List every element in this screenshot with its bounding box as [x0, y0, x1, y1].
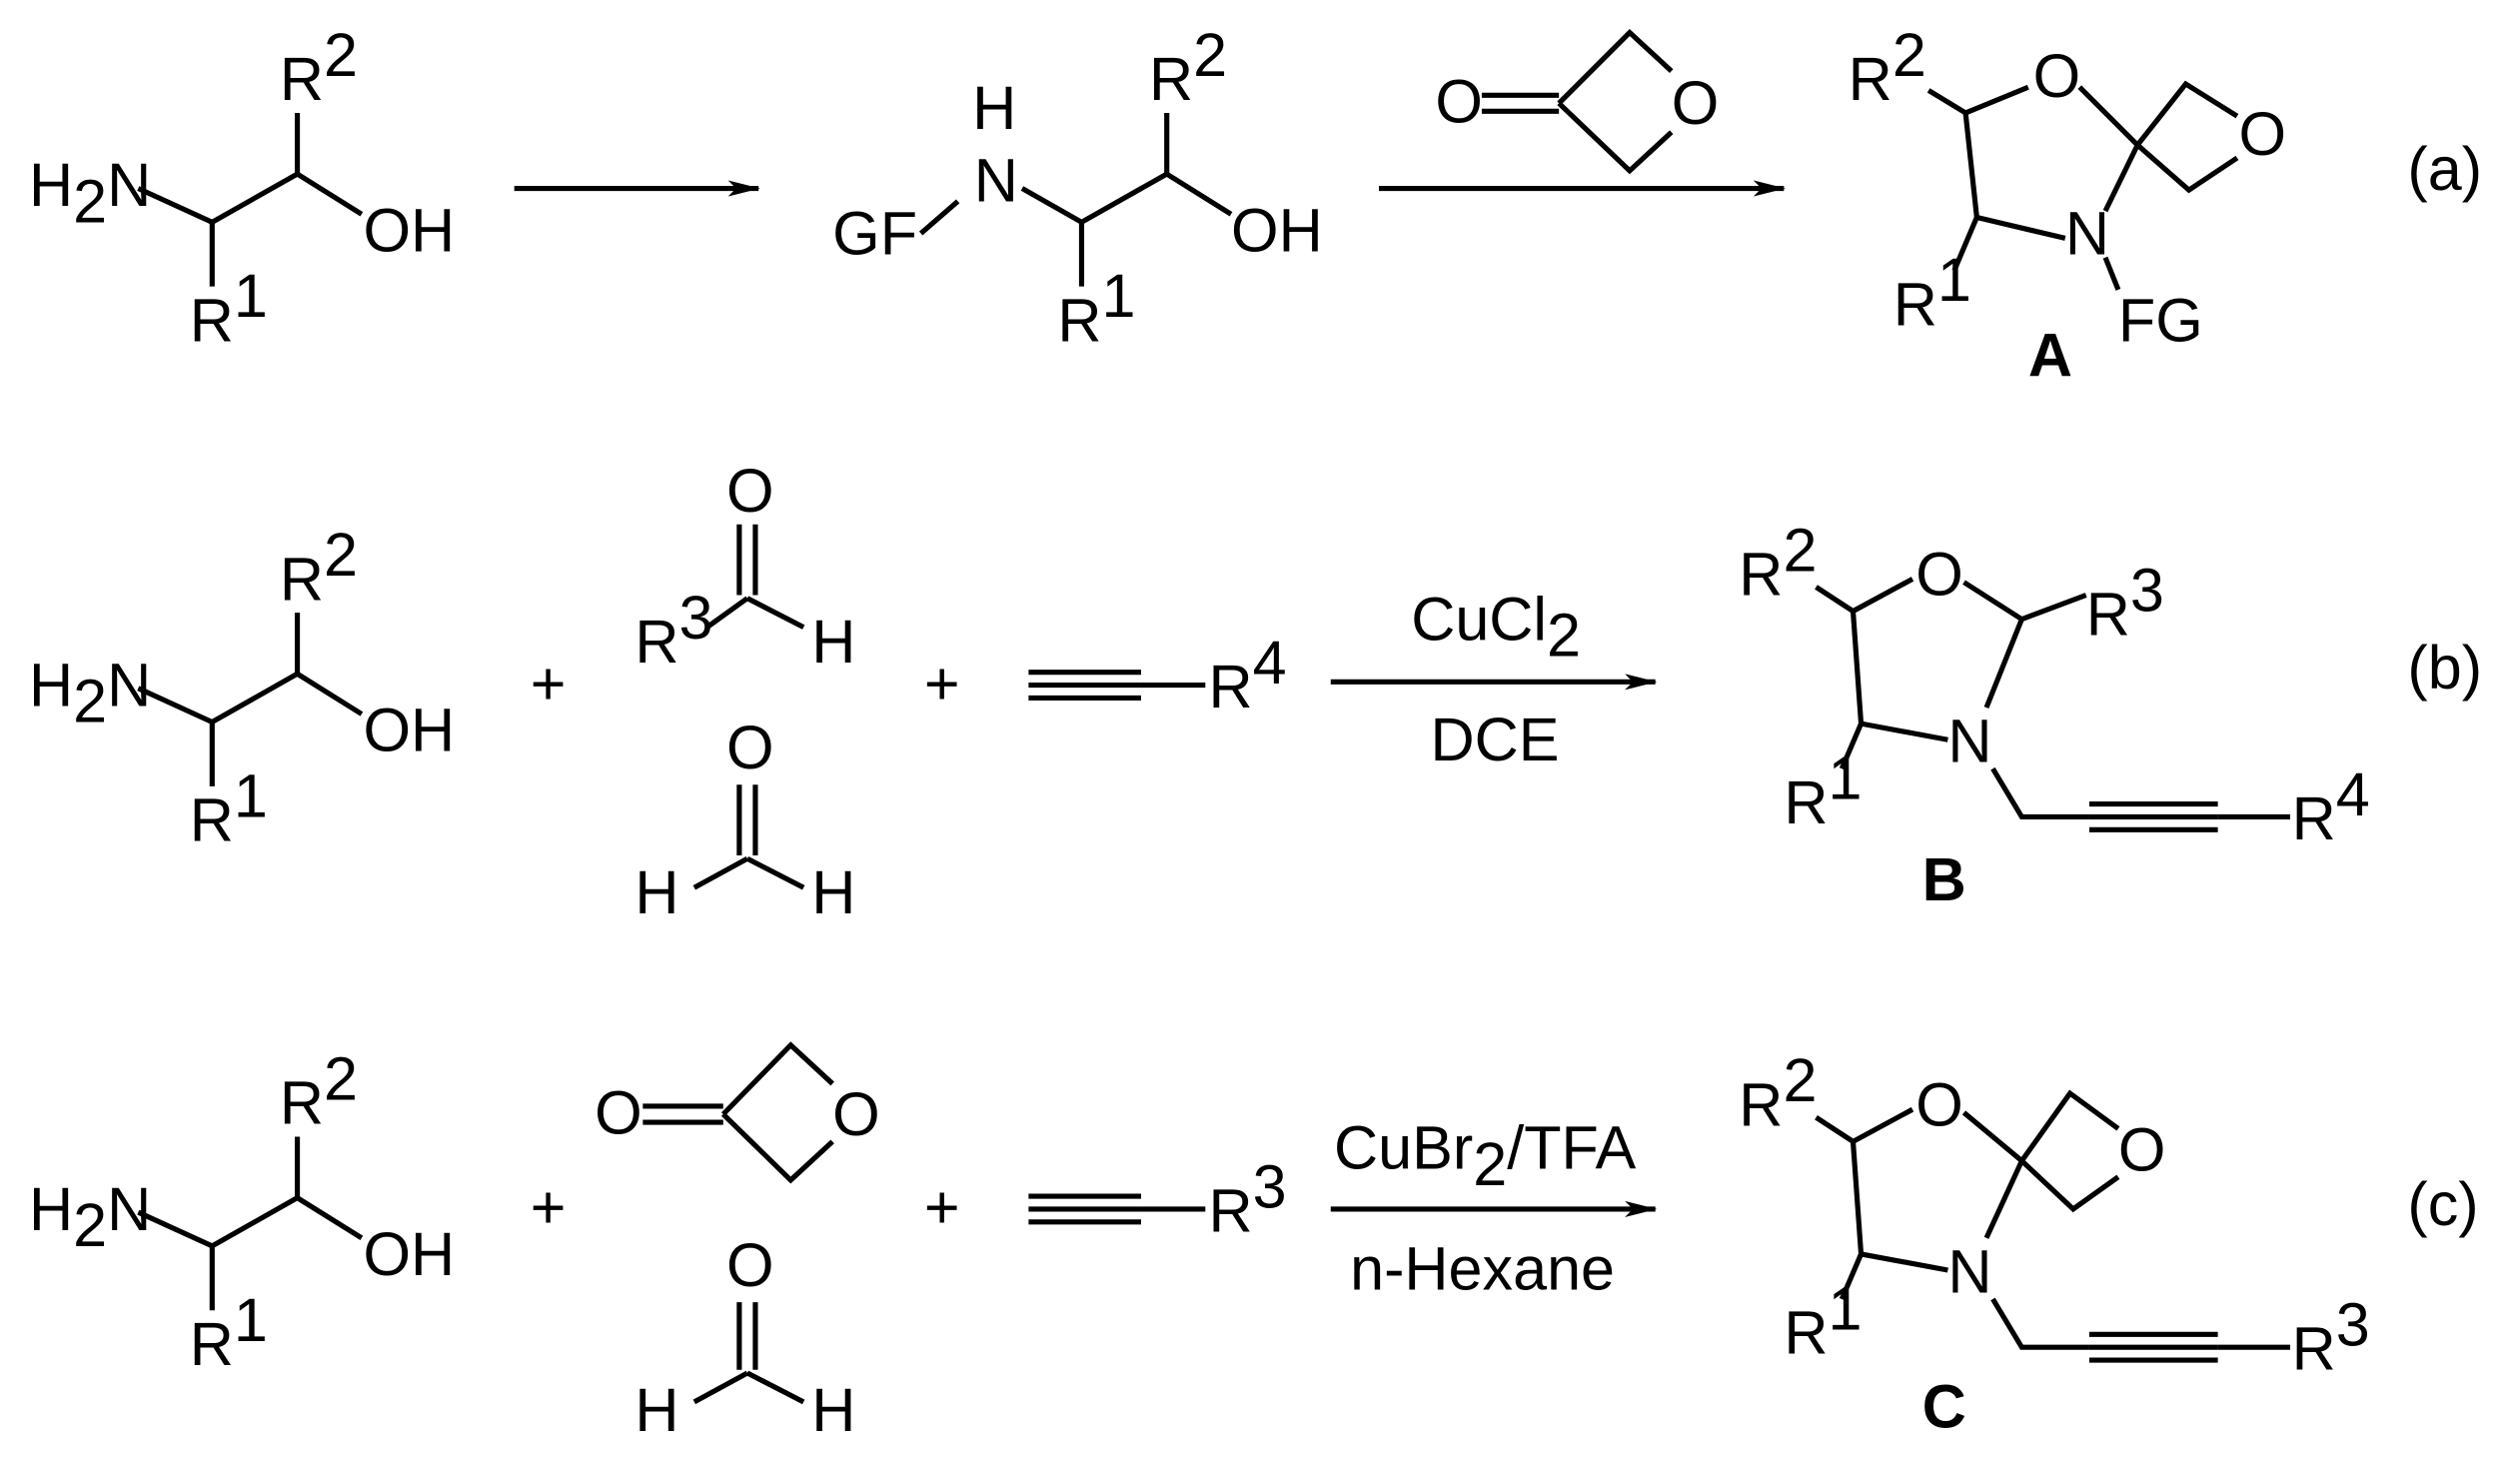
ring-oxygen-label: O — [2033, 42, 2081, 110]
row-tag: (a) — [2407, 135, 2482, 203]
amino-alcohol-reactant-c: H2N R2 OH R1 — [29, 1045, 455, 1378]
r2-label: R2 — [1849, 21, 1926, 113]
oxetanone-reagent: O O — [1435, 28, 1720, 175]
protected-amino-alcohol: GF H N R2 OH R1 — [832, 21, 1323, 354]
hydrogen-label: H — [811, 608, 855, 676]
reagent-catalyst: CuBr2/TFA — [1334, 1114, 1636, 1198]
reagent-catalyst: CuCl2 — [1411, 586, 1581, 670]
hydroxyl-label: OH — [364, 1220, 456, 1288]
r1-label: R1 — [190, 262, 268, 354]
product-label: B — [1922, 845, 1966, 913]
r4-label: R4 — [2292, 760, 2370, 852]
product-c-structure: R2 O N O R1 R3 C — [1739, 1046, 2369, 1441]
r1-label: R1 — [1893, 246, 1971, 338]
gf-label: GF — [832, 199, 917, 267]
r1-label: R1 — [190, 761, 268, 853]
nh-nitrogen-label: N — [974, 146, 1018, 214]
row-c: H2N R2 OH R1 + O O O H H + — [29, 1041, 2479, 1444]
carbonyl-oxygen-label: O — [726, 1231, 774, 1299]
amine-label: H2N — [29, 151, 151, 235]
row-a: H2N R2 OH R1 GF H N R2 OH R1 O — [29, 21, 2482, 390]
r1-label: R1 — [1784, 1275, 1862, 1367]
amino-alcohol-reactant-b: H2N R2 OH R1 — [29, 521, 455, 853]
hydroxyl-label: OH — [364, 696, 456, 763]
r1-label: R1 — [1057, 262, 1135, 354]
hydroxyl-label: OH — [1231, 196, 1323, 264]
r1-label: R1 — [1784, 744, 1862, 836]
fg-label: FG — [2118, 286, 2203, 354]
hydrogen-label: H — [634, 1376, 678, 1444]
plus-sign: + — [924, 1173, 960, 1241]
row-b: H2N R2 OH R1 + O R3 H O H H + — [29, 457, 2482, 926]
oxetane-oxygen-label: O — [2239, 100, 2287, 168]
ring-nitrogen-label: N — [2065, 199, 2109, 267]
plus-sign: + — [531, 650, 567, 718]
hydroxyl-label: OH — [364, 196, 456, 264]
r3-label: R3 — [1209, 1152, 1287, 1244]
r2-label: R2 — [1149, 21, 1227, 113]
row-tag: (b) — [2407, 634, 2482, 702]
product-a-structure: R2 O N O R1 FG A — [1849, 21, 2286, 390]
amine-label: H2N — [29, 1175, 151, 1259]
r3-label: R3 — [2086, 557, 2164, 649]
hydrogen-label: H — [811, 858, 855, 926]
plus-sign: + — [531, 1173, 567, 1241]
terminal-alkyne-reagent: R4 — [1028, 629, 1287, 721]
reagent-solvent: n-Hexane — [1350, 1234, 1615, 1302]
ring-oxygen-label: O — [832, 1080, 880, 1148]
hydrogen-label: H — [811, 1376, 855, 1444]
r2-label: R2 — [280, 21, 358, 113]
oxetane-oxygen-label: O — [2118, 1115, 2166, 1183]
oxetanone-reagent: O O — [595, 1041, 880, 1184]
ring-nitrogen-label: N — [1947, 708, 1991, 775]
carbonyl-oxygen-label: O — [1435, 68, 1483, 136]
r4-label: R4 — [1209, 629, 1287, 721]
product-b-structure: R2 O R3 N R1 R4 B — [1739, 516, 2369, 913]
carbonyl-oxygen-label: O — [726, 457, 774, 525]
ring-nitrogen-label: N — [1947, 1238, 1991, 1306]
ring-oxygen-label: O — [1915, 540, 1963, 608]
product-label: A — [2028, 322, 2072, 390]
ring-oxygen-label: O — [1915, 1070, 1963, 1138]
amine-label: H2N — [29, 651, 151, 734]
plus-sign: + — [924, 650, 960, 718]
amino-alcohol-reactant-a: H2N R2 OH R1 — [29, 21, 455, 354]
aldehyde-reagent: O R3 H — [634, 457, 855, 676]
nh-hydrogen-label: H — [972, 74, 1016, 142]
r2-label: R2 — [1739, 1046, 1817, 1138]
reagent-solvent: DCE — [1430, 706, 1559, 773]
carbonyl-oxygen-label: O — [595, 1078, 642, 1146]
r3-label: R3 — [2292, 1291, 2370, 1383]
product-label: C — [1922, 1373, 1966, 1441]
r1-label: R1 — [190, 1286, 268, 1378]
r2-label: R2 — [280, 1045, 358, 1137]
hydrogen-label: H — [634, 858, 678, 926]
r2-label: R2 — [280, 521, 358, 613]
carbonyl-oxygen-label: O — [726, 714, 774, 781]
ring-oxygen-label: O — [1672, 69, 1720, 137]
terminal-alkyne-reagent: R3 — [1028, 1152, 1287, 1244]
r2-label: R2 — [1739, 516, 1817, 608]
formaldehyde-reagent: O H H — [634, 1231, 855, 1444]
row-tag: (c) — [2407, 1170, 2478, 1238]
formaldehyde-reagent: O H H — [634, 714, 855, 926]
r3-label: R3 — [634, 584, 712, 676]
